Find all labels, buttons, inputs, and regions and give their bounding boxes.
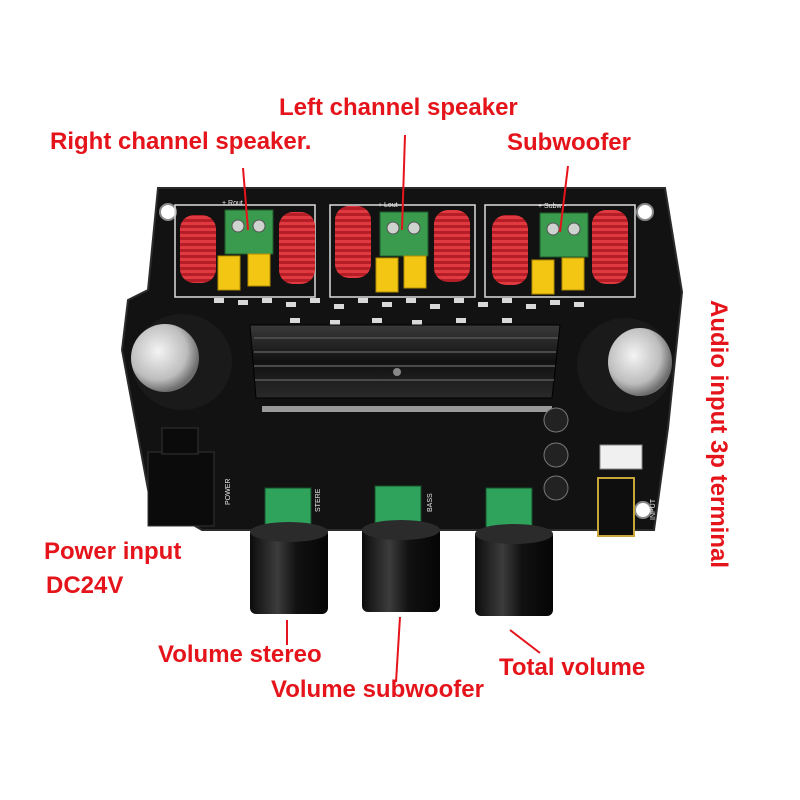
power-input-label: Power input — [44, 538, 182, 565]
input-connectors — [597, 444, 643, 537]
smd-components — [214, 298, 584, 325]
dc-power-jack — [147, 427, 215, 527]
film-capacitors — [217, 253, 585, 295]
silkscreen-text: POWER STERE BASS INPUT + Rout - + Lout -… — [222, 200, 657, 520]
audio-input-label-wrapper: Audio input 3p terminal — [700, 300, 740, 630]
silkscreen-lout: + Lout - — [378, 202, 403, 209]
volume-stereo-label: Volume stereo — [158, 641, 322, 668]
power-input-voltage-label: DC24V — [46, 572, 124, 599]
heatsink — [249, 324, 561, 399]
total-volume-label: Total volume — [499, 654, 646, 681]
right-channel-speaker-label: Right channel speaker. — [50, 128, 312, 155]
electrolytic-capacitors — [131, 314, 673, 412]
potentiometers — [250, 485, 553, 616]
inductors — [180, 206, 628, 285]
silkscreen-input: INPUT — [650, 498, 657, 520]
silkscreen-bass: BASS — [427, 493, 434, 512]
left-channel-speaker-label: Left channel speaker — [279, 94, 518, 121]
volume-subwoofer-label: Volume subwoofer — [271, 676, 484, 703]
small-capacitors — [543, 407, 569, 501]
subwoofer-label: Subwoofer — [507, 129, 631, 156]
pin-header — [262, 406, 552, 412]
annotation-leaders — [242, 134, 569, 683]
speaker-terminals — [224, 209, 589, 258]
audio-input-terminal-label: Audio input 3p terminal — [705, 300, 732, 568]
silkscreen-rout: + Rout - — [222, 200, 248, 207]
silkscreen-subw: + Subw - — [538, 203, 566, 210]
silkscreen-stere: STERE — [315, 488, 322, 512]
silkscreen-power: POWER — [225, 479, 232, 505]
